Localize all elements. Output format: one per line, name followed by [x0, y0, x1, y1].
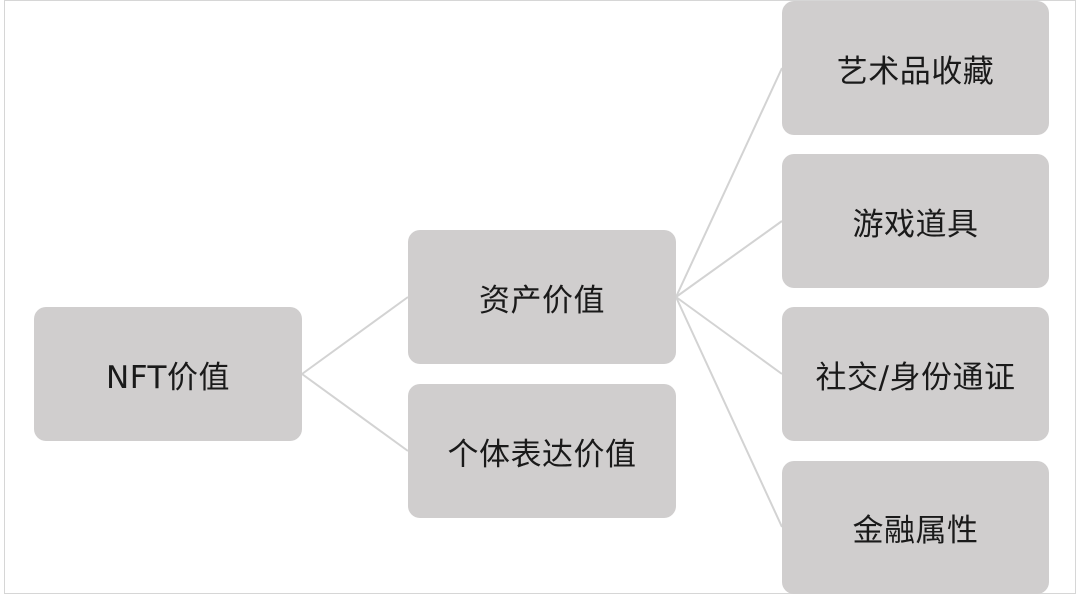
connector-asset-to-game — [675, 220, 783, 298]
connector-asset-to-finance — [675, 296, 783, 528]
node-asset-value-label: 资产价值 — [479, 282, 605, 319]
node-expression-value-label: 个体表达价值 — [447, 436, 637, 473]
node-art-collection: 艺术品收藏 — [782, 1, 1049, 135]
connector-asset-to-art — [675, 67, 783, 298]
node-social-identity: 社交/身份通证 — [782, 307, 1049, 441]
node-game-items-label: 游戏道具 — [852, 206, 979, 243]
node-nft-value-label: NFT价值 — [106, 359, 230, 396]
node-expression-value: 个体表达价值 — [408, 384, 676, 518]
connector-root-to-asset — [301, 296, 409, 375]
node-nft-value: NFT价值 — [34, 307, 302, 441]
node-social-identity-label: 社交/身份通证 — [815, 359, 1016, 396]
connector-root-to-expression — [301, 373, 409, 452]
node-game-items: 游戏道具 — [782, 154, 1049, 288]
node-financial-attributes-label: 金融属性 — [852, 513, 979, 549]
node-art-collection-label: 艺术品收藏 — [836, 53, 995, 90]
node-asset-value: 资产价值 — [408, 230, 676, 364]
node-financial-attributes: 金融属性 — [782, 461, 1049, 594]
connector-asset-to-social — [675, 296, 783, 375]
